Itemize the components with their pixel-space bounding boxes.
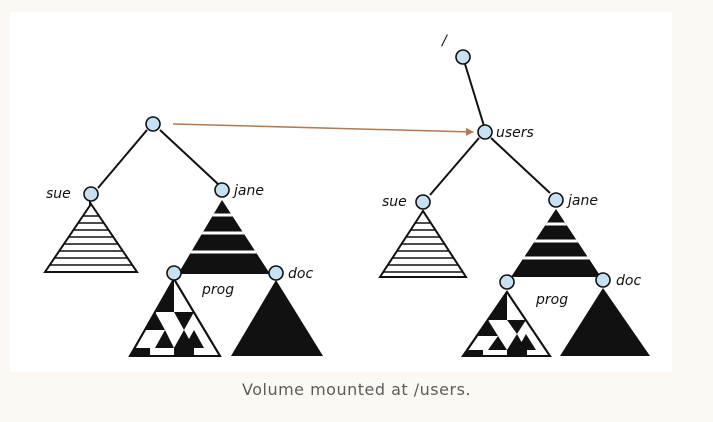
left-doc-node [268,265,284,281]
mount-diagram: sue jane prog doc [43,33,650,357]
left-prog-subtree [128,277,222,357]
left-prog-label: prog [201,282,234,298]
right-root-label: / [440,33,448,49]
right-edge-root-users [464,63,485,127]
mount-arrow [172,123,474,136]
left-jane-subtree [178,200,270,274]
left-doc-subtree [231,280,323,356]
left-tree: sue jane prog doc [43,116,323,357]
left-prog-node [166,265,182,281]
left-jane-label: jane [232,183,264,199]
right-users-node [477,124,493,140]
right-doc-node [595,272,611,288]
right-sue-label: sue [382,194,407,210]
right-users-label: users [496,125,534,141]
left-sue-subtree [43,202,139,273]
left-sue-node [83,186,99,202]
right-sue-subtree [378,209,468,278]
left-sue-label: sue [46,186,71,202]
right-doc-subtree [560,288,650,356]
right-prog-node [499,274,515,290]
right-prog-label: prog [535,292,568,308]
right-prog-subtree [461,290,552,357]
right-edge-users-jane [490,137,551,194]
left-doc-label: doc [288,266,313,282]
right-tree: / users sue jane prog doc [378,33,650,357]
right-sue-node [415,194,431,210]
right-jane-subtree [511,209,601,277]
left-edge-root-sue [97,129,148,189]
left-root-node [145,116,161,132]
figure-panel: sue jane prog doc [10,12,672,372]
left-edge-root-jane [159,129,219,185]
right-doc-label: doc [616,273,641,289]
right-edge-users-sue [429,137,480,196]
right-root-node [455,49,471,65]
left-jane-node [214,182,230,198]
right-jane-node [548,192,564,208]
figure-caption: Volume mounted at /users. [242,380,471,399]
right-jane-label: jane [566,193,598,209]
